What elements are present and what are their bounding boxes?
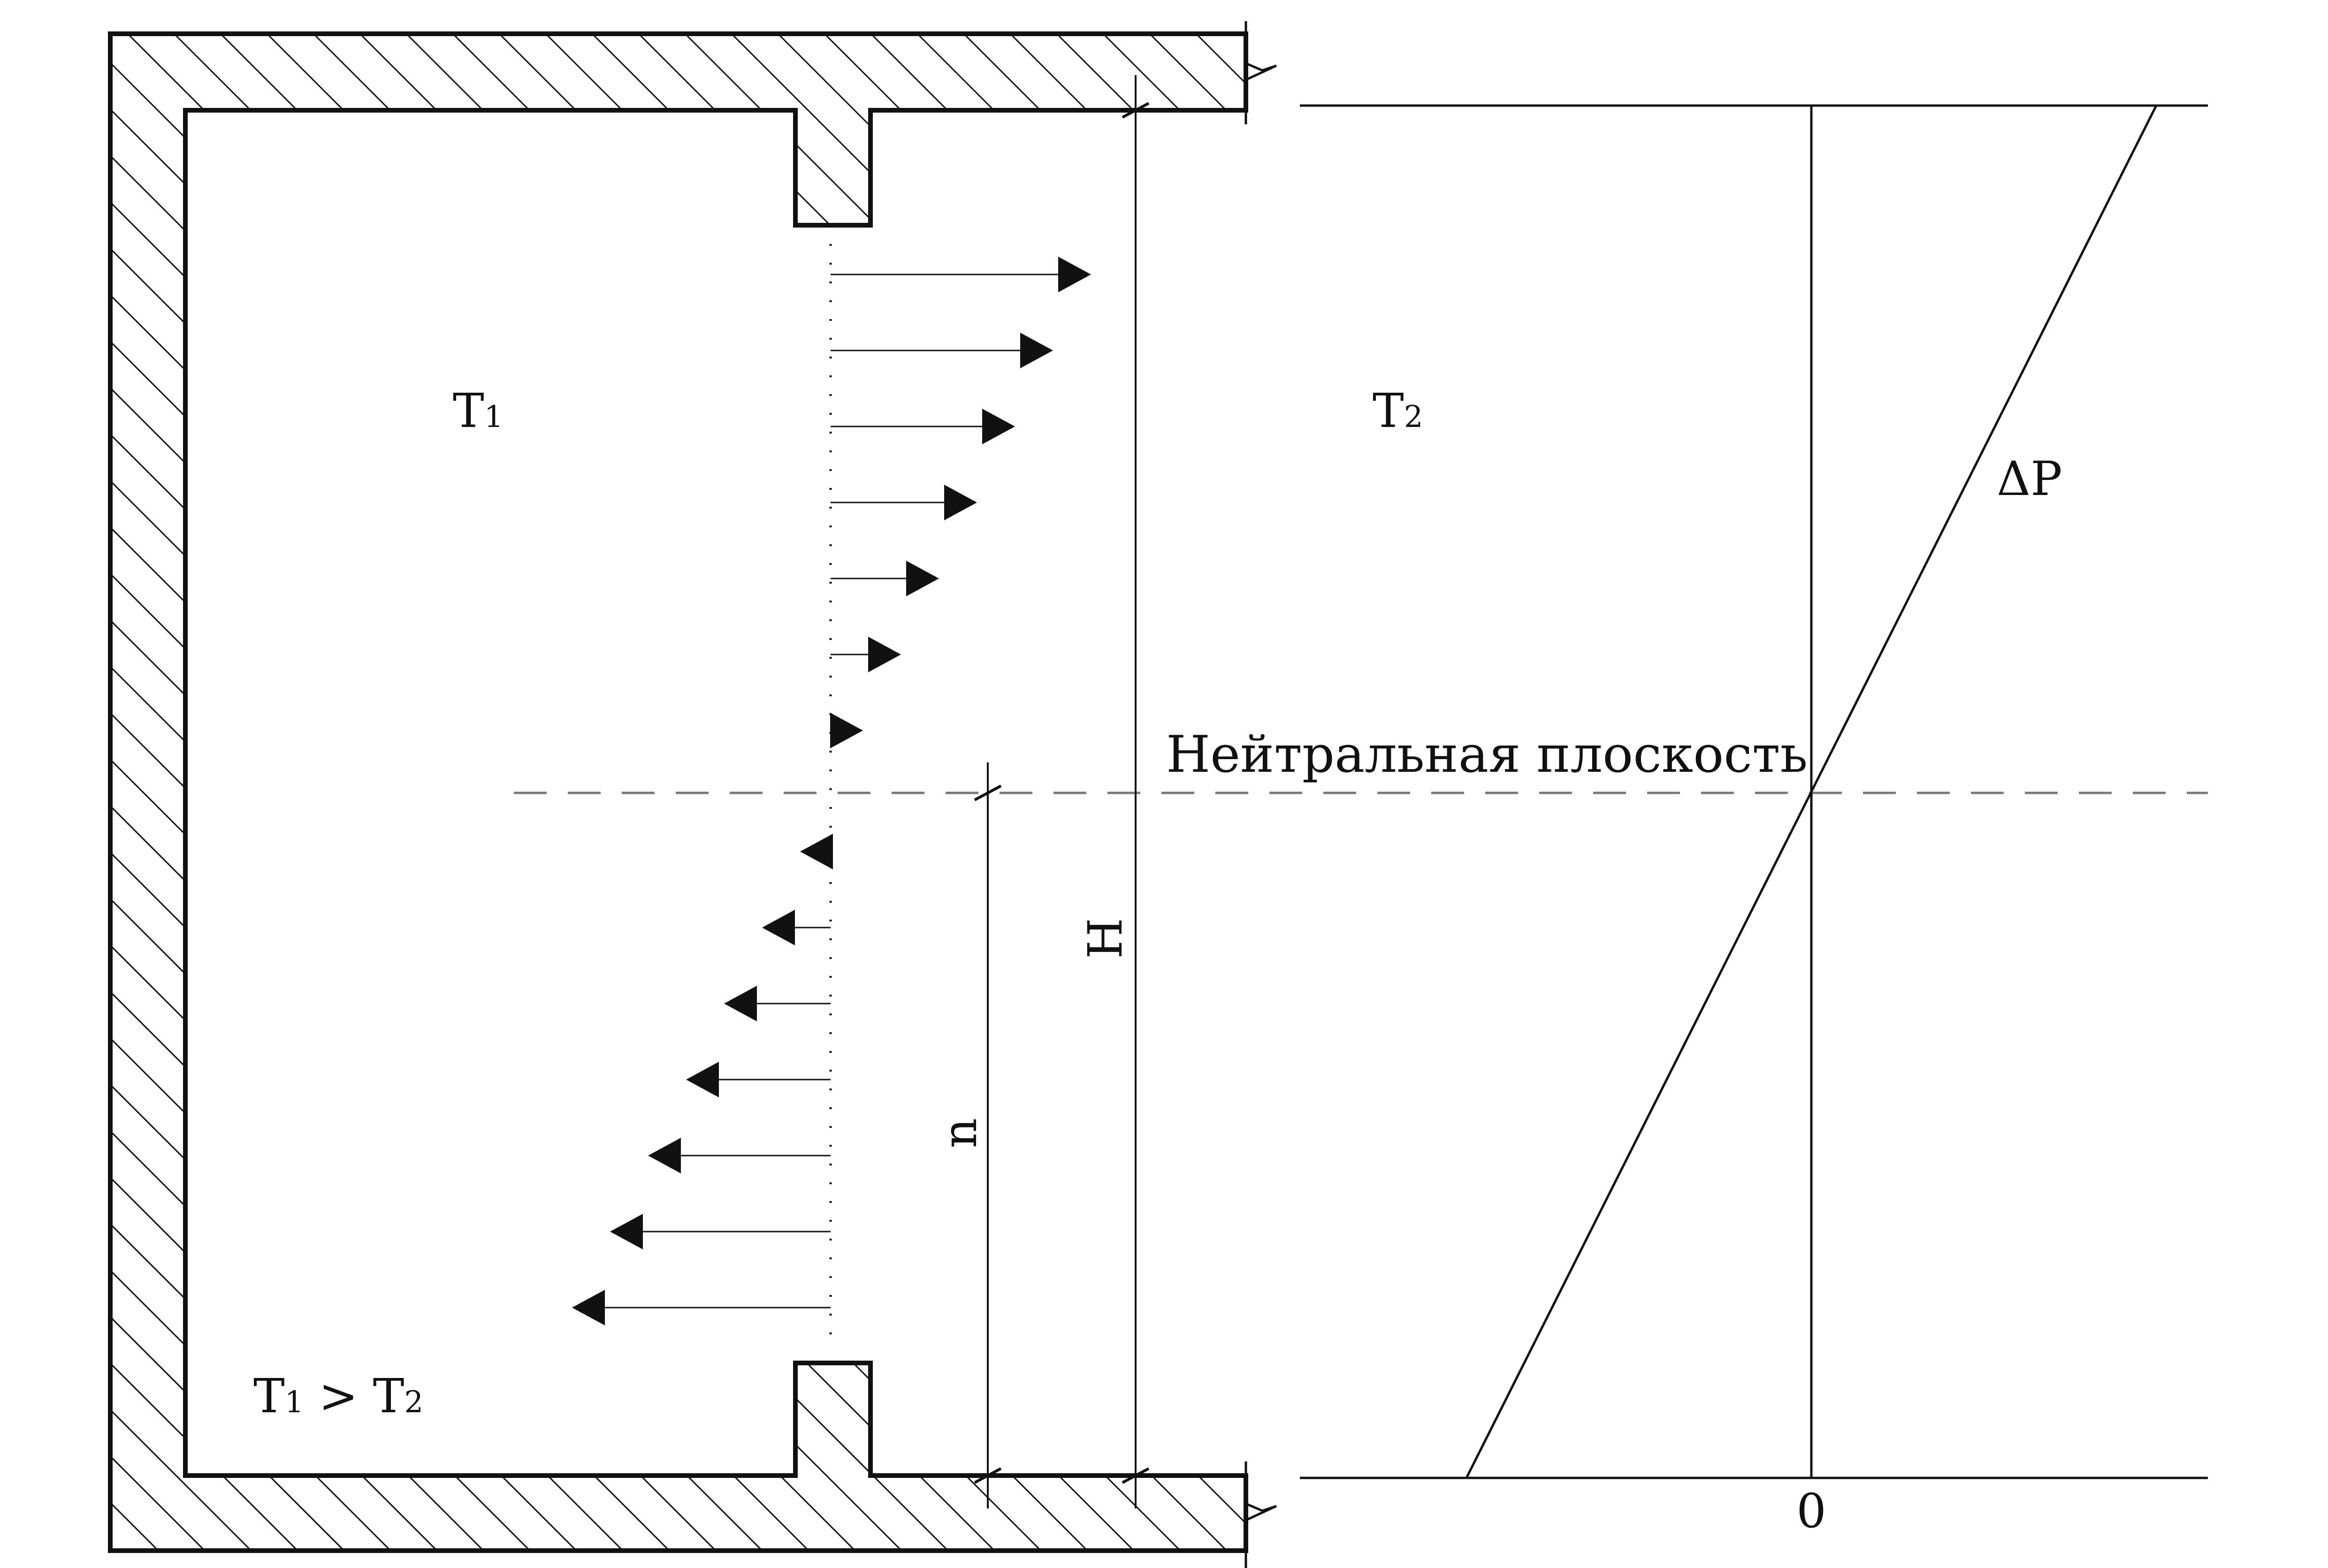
label-t2: T2 [1373,383,1423,438]
label-height-total: H [1078,918,1133,959]
inflow-arrow [610,1214,831,1249]
inflow-arrow [572,1290,831,1325]
label-height-neutral: n [932,1118,987,1148]
outflow-arrow [831,637,901,672]
inflow-arrow [648,1138,831,1173]
label-zero: 0 [1796,1484,1826,1538]
inflow-arrow [686,1062,831,1097]
bottom-break-line [1244,1461,1277,1568]
pressure-diagram [1300,104,2208,1479]
outflow-arrow [831,409,1015,444]
outflow-arrow [831,561,939,596]
top-break-line [1244,21,1277,124]
outflow-arrow [831,257,1091,292]
label-delta-p: ΔP [1997,451,2062,506]
outflow-arrow [831,333,1053,368]
label-neutral-plane: Нейтральная плоскость [1166,725,1808,784]
outflow-arrow [831,485,977,520]
dimension-h [1122,75,1150,1508]
outflow-arrow [830,713,863,748]
flow-arrows [572,257,1091,1325]
inflow-arrow [724,986,831,1021]
label-temperature-relation: T1 > T2 [253,1369,423,1423]
dimension-n [974,762,1002,1508]
pressure-gradient-line [1465,105,2158,1479]
label-t1: T1 [453,383,503,438]
inflow-arrow [800,834,833,869]
inflow-arrow [762,910,831,945]
